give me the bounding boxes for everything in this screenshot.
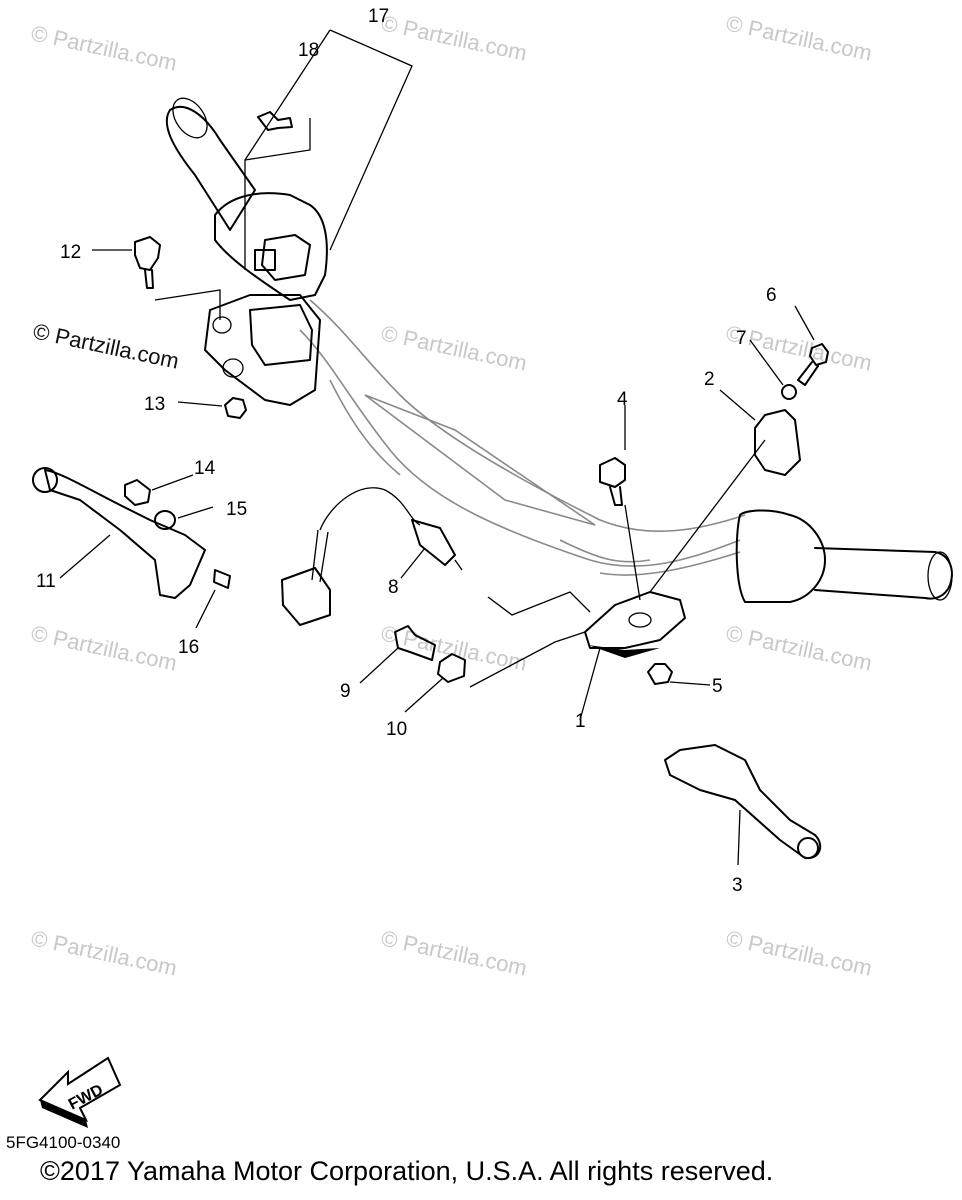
part-9-bolt: [394, 625, 436, 661]
copyright-notice: ©2017 Yamaha Motor Corporation, U.S.A. A…: [40, 1156, 774, 1186]
callouts: 1 2 3 4 5 6 7 8 9 10 11 12 13 14 15 16 1…: [36, 6, 777, 896]
callout-8: 8: [388, 577, 399, 598]
part-3-lever: [664, 744, 822, 860]
part-11-lever-ball: [32, 467, 58, 493]
callout-4: 4: [617, 389, 628, 410]
callout-14: 14: [194, 458, 216, 479]
handlebar: [299, 299, 746, 576]
part-14-bolt: [124, 479, 151, 506]
callout-13: 13: [144, 394, 165, 415]
part-11-lever: [44, 469, 206, 599]
part-5-nut: [647, 663, 673, 685]
watermark: © Partzilla.com: [379, 925, 529, 980]
watermark: © Partzilla.com: [379, 320, 529, 375]
part-10-nut: [437, 653, 466, 683]
right-grip: [735, 509, 953, 603]
left-grip: [165, 97, 328, 301]
callout-18: 18: [298, 40, 319, 61]
part-13-nut: [224, 397, 247, 419]
watermark: © Partzilla.com: [29, 620, 179, 675]
callout-11: 11: [36, 571, 56, 592]
part-8-cable: [281, 487, 463, 626]
part-18-screw: [257, 111, 293, 131]
callout-12: 12: [60, 242, 81, 263]
part-12-bolt: [134, 236, 161, 289]
callout-16: 16: [178, 637, 199, 658]
callout-9: 9: [340, 681, 351, 702]
part-6-bolt: [797, 343, 829, 386]
callout-5: 5: [712, 676, 723, 697]
callout-6: 6: [766, 285, 777, 306]
callout-15: 15: [226, 499, 247, 520]
watermark: © Partzilla.com: [724, 10, 874, 65]
leader-lines: [59, 29, 815, 866]
watermark-dark: © Partzilla.com: [31, 318, 181, 373]
watermark: © Partzilla.com: [29, 925, 179, 980]
watermark: © Partzilla.com: [29, 20, 179, 75]
callout-2: 2: [704, 369, 715, 390]
part-15-collar: [154, 510, 176, 530]
part-7-washer: [781, 384, 797, 400]
watermark: © Partzilla.com: [724, 925, 874, 980]
callout-10: 10: [386, 719, 407, 740]
part-2-clamp: [754, 409, 801, 476]
left-lever-holder: [204, 294, 321, 406]
callout-1: 1: [575, 711, 586, 732]
watermark: © Partzilla.com: [379, 10, 529, 65]
part-1-bracket: [584, 591, 686, 658]
callout-3: 3: [732, 875, 743, 896]
callout-17: 17: [368, 6, 389, 27]
fwd-arrow-icon: FWD: [38, 1056, 122, 1128]
watermark: © Partzilla.com: [724, 620, 874, 675]
part-16-spring: [213, 569, 231, 589]
callout-7: 7: [736, 328, 747, 349]
part-4-bolt: [599, 457, 626, 506]
watermarks: © Partzilla.com © Partzilla.com © Partzi…: [29, 10, 874, 980]
document-code: 5FG4100-0340: [6, 1133, 121, 1152]
part-3-lever-ball: [797, 837, 819, 859]
